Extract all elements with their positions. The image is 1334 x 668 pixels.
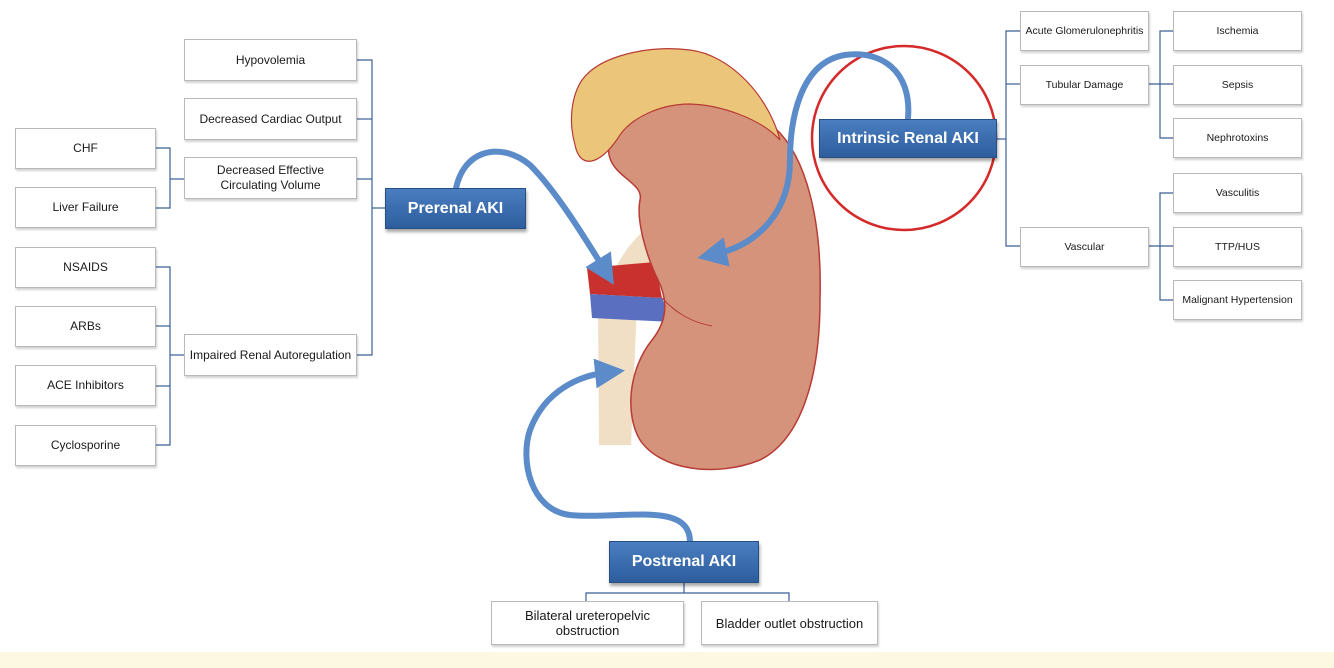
box-tubular-damage: Tubular Damage	[1020, 65, 1149, 105]
box-bilateral-ureteropelvic-obstruction: Bilateral ureteropelvic obstruction	[491, 601, 684, 645]
connector-lines	[156, 30, 1173, 601]
box-ace-inhibitors: ACE Inhibitors	[15, 365, 156, 406]
footer-band	[0, 652, 1334, 668]
box-impaired-renal-autoregulation: Impaired Renal Autoregulation	[184, 334, 357, 376]
box-cyclosporine: Cyclosporine	[15, 425, 156, 466]
box-chf: CHF	[15, 128, 156, 169]
box-nsaids: NSAIDS	[15, 247, 156, 288]
box-vascular: Vascular	[1020, 227, 1149, 267]
kidney-illustration	[570, 48, 821, 471]
box-decreased-cardiac-output: Decreased Cardiac Output	[184, 98, 357, 140]
box-decreased-effective-circulating-volume: Decreased Effective Circulating Volume	[184, 157, 357, 199]
box-sepsis: Sepsis	[1173, 65, 1302, 105]
box-ischemia: Ischemia	[1173, 11, 1302, 51]
postrenal-aki-label: Postrenal AKI	[609, 541, 759, 583]
box-acute-glomerulonephritis: Acute Glomerulonephritis	[1020, 11, 1149, 51]
arrows	[452, 51, 912, 545]
box-liver-failure: Liver Failure	[15, 187, 156, 228]
intrinsic-renal-aki-label: Intrinsic Renal AKI	[819, 119, 997, 158]
box-bladder-outlet-obstruction: Bladder outlet obstruction	[701, 601, 878, 645]
box-nephrotoxins: Nephrotoxins	[1173, 118, 1302, 158]
box-vasculitis: Vasculitis	[1173, 173, 1302, 213]
box-arbs: ARBs	[15, 306, 156, 347]
prerenal-aki-label: Prerenal AKI	[385, 188, 526, 229]
box-ttp-hus: TTP/HUS	[1173, 227, 1302, 267]
box-hypovolemia: Hypovolemia	[184, 39, 357, 81]
box-malignant-hypertension: Malignant Hypertension	[1173, 280, 1302, 320]
